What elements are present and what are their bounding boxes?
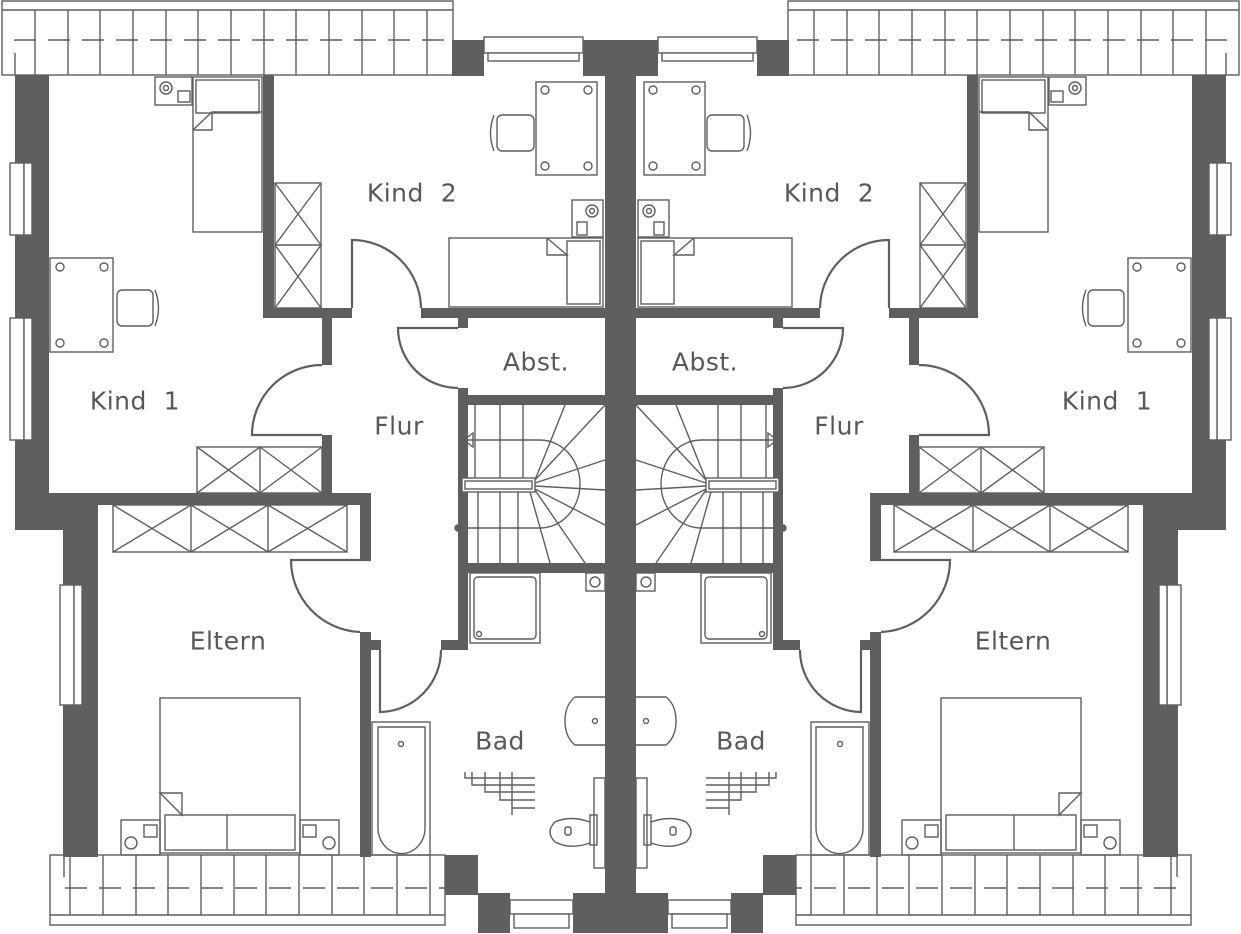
left-unit [0, 0, 623, 934]
room-label-abst-right: Abst. [671, 347, 739, 377]
room-label-eltern-left: Eltern [189, 626, 267, 656]
room-label-kind2-left: Kind 2 [366, 178, 458, 208]
room-label-kind2-right: Kind 2 [783, 178, 875, 208]
room-label-bad-right: Bad [716, 726, 766, 756]
room-label-eltern-right: Eltern [974, 626, 1052, 656]
room-label-flur-left: Flur [374, 411, 424, 441]
right-unit [618, 0, 1241, 934]
room-label-bad-left: Bad [475, 726, 525, 756]
room-label-abst-left: Abst. [502, 347, 570, 377]
room-label-kind1-left: Kind 1 [89, 386, 181, 416]
room-label-kind1-right: Kind 1 [1061, 386, 1153, 416]
room-label-flur-right: Flur [814, 411, 864, 441]
